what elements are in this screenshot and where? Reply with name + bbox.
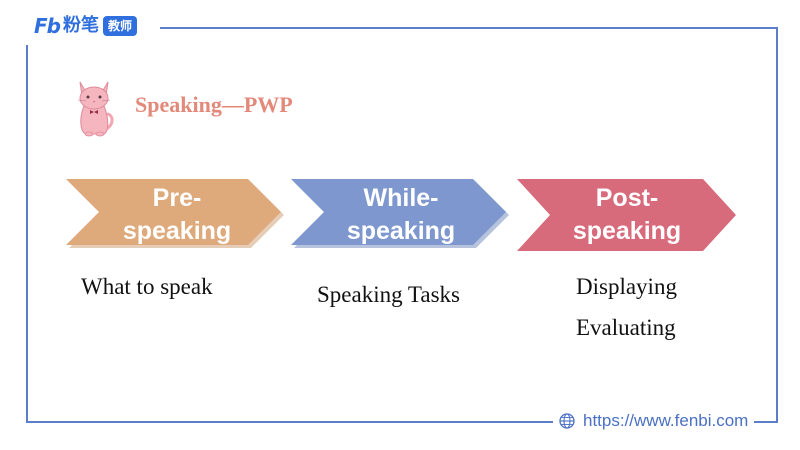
frame-left-line [26,45,28,423]
footer-url-text[interactable]: https://www.fenbi.com [583,411,749,430]
cat-mascot-icon [77,81,114,137]
chevron-post-speaking [517,179,736,251]
footer-url: https://www.fenbi.com [553,409,755,433]
stage-label-post-line1: Post- [595,184,659,212]
while-description: Speaking Tasks [317,282,460,307]
frame-right-line [776,27,778,421]
logo-brand-name: 粉笔 [62,15,99,36]
chevron-pre-speaking [66,179,281,245]
stage-label-pre-line2: speaking [122,217,232,245]
globe-icon [559,413,575,429]
post-description-line2: Evaluating [576,315,676,340]
fenbi-logo: Fb 粉笔 教师 [34,14,145,38]
stage-label-post: Post- speaking [542,182,712,248]
stage-label-pre: Pre- speaking [92,182,262,248]
stage-label-while-line1: While- [363,184,439,212]
stage-label-while-line2: speaking [346,217,456,245]
logo-fb-mark: Fb [34,14,61,38]
frame-bottom-line [26,421,778,423]
stage-label-pre-line1: Pre- [152,184,202,212]
stage-label-while: While- speaking [316,182,486,248]
post-description-line1: Displaying [576,274,677,299]
frame-top-line [160,27,778,29]
logo-teacher-badge: 教师 [102,16,137,36]
pre-description: What to speak [81,274,213,299]
slide-title: Speaking—PWP [135,92,293,117]
stage-label-post-line2: speaking [572,217,682,245]
chevron-while-speaking [291,179,506,245]
